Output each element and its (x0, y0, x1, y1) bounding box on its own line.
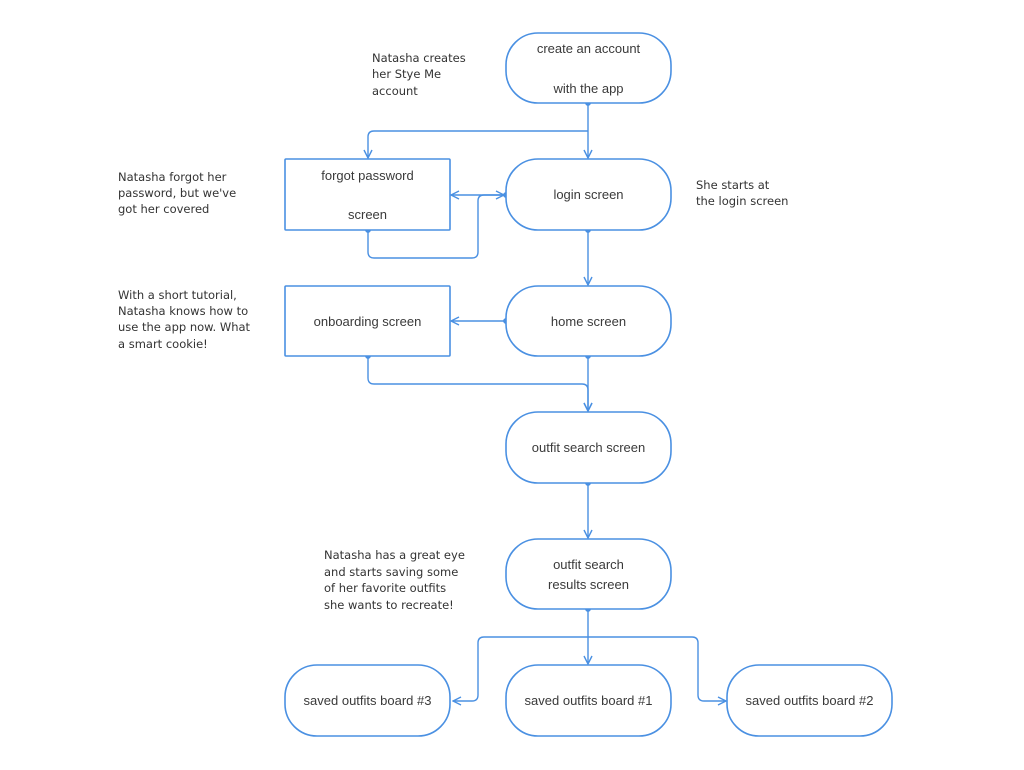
node-search-results (505, 538, 672, 610)
note-forgot-3: got her covered (118, 202, 209, 216)
node-board-2 (726, 664, 893, 737)
note-results-1: Natasha has a great eye (324, 548, 465, 562)
label-search-results-2: results screen (548, 577, 629, 592)
note-onboarding-3: use the app now. What (118, 320, 251, 334)
note-results-4: she wants to recreate! (324, 598, 454, 612)
node-home-screen (505, 285, 672, 357)
label-outfit-search: outfit search screen (532, 440, 645, 455)
note-login-2: the login screen (696, 194, 788, 208)
node-create-account (505, 32, 672, 104)
label-board-3: saved outfits board #3 (304, 693, 432, 708)
node-board-1 (505, 664, 672, 737)
node-onboarding-screen (284, 285, 451, 357)
note-create-3: account (372, 84, 418, 98)
label-login-screen: login screen (553, 187, 623, 202)
note-onboarding-4: a smart cookie! (118, 337, 208, 351)
edge-forgot-to-login (367, 195, 504, 259)
node-board-3 (284, 664, 451, 737)
note-onboarding-2: Natasha knows how to (118, 304, 248, 318)
note-forgot-1: Natasha forgot her (118, 170, 227, 184)
edge-create-to-forgot (368, 130, 588, 158)
note-forgot-2: password, but we've (118, 186, 236, 200)
label-board-1: saved outfits board #1 (525, 693, 653, 708)
note-create-1: Natasha creates (372, 51, 466, 65)
edge-results-to-board2 (588, 636, 726, 701)
node-login-screen (505, 158, 672, 231)
note-create-2: her Stye Me (372, 67, 441, 81)
note-results-2: and starts saving some (324, 565, 458, 579)
label-onboarding-screen: onboarding screen (314, 314, 422, 329)
edge-results-to-board3 (453, 636, 588, 701)
label-forgot-password-1: forgot password (321, 168, 414, 183)
label-create-account-2: with the app (552, 81, 623, 96)
label-home-screen: home screen (551, 314, 626, 329)
node-forgot-password (284, 158, 451, 231)
label-forgot-password-2: screen (348, 207, 387, 222)
node-outfit-search (505, 411, 672, 484)
label-board-2: saved outfits board #2 (746, 693, 874, 708)
label-create-account-1: create an account (537, 41, 641, 56)
edge-onboarding-to-search (367, 356, 588, 411)
note-results-3: of her favorite outfits (324, 581, 446, 595)
note-login-1: She starts at (696, 178, 770, 192)
label-search-results-1: outfit search (553, 557, 624, 572)
note-onboarding-1: With a short tutorial, (118, 288, 237, 302)
